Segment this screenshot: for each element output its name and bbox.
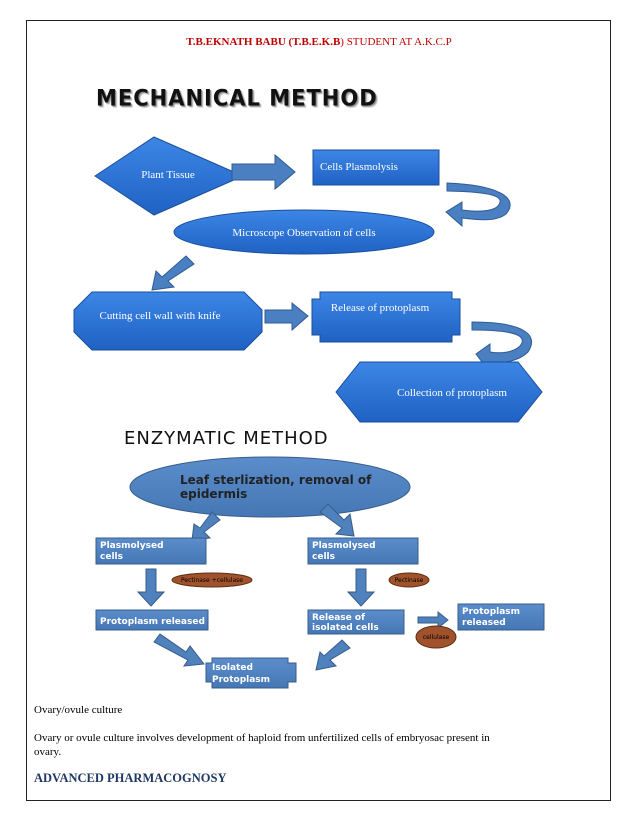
leaf-line-1: Leaf sterlization, removal of (180, 473, 372, 487)
microscope-label: Microscope Observation of cells (232, 227, 375, 239)
collection-label: Collection of protoplasm (397, 387, 507, 399)
plant-tissue-shape (94, 136, 245, 216)
arrow-leaf-right (319, 503, 355, 537)
curved-arrow-1 (445, 182, 511, 228)
microscope-shape (173, 209, 435, 255)
pectinase-oval (388, 572, 430, 588)
cellulase-label: cellulase (423, 634, 450, 641)
arrow-diag-1 (151, 255, 195, 291)
plant-tissue-label: Plant Tissue (141, 169, 195, 181)
arrow-right-1 (231, 153, 296, 191)
page-border (26, 20, 611, 801)
collection-shape (335, 361, 543, 423)
arrow-to-isolated-right (315, 639, 351, 671)
plasmolysed-right-line2: cells (312, 552, 335, 562)
release-isolated-shape (307, 609, 405, 635)
cellulase-oval (415, 625, 457, 649)
isolated-line2: Protoplasm (212, 675, 270, 685)
release-isolated-line1: Release of (312, 613, 365, 623)
plasmolysed-left-shape (95, 537, 207, 565)
plasmolysed-left-line2: cells (100, 552, 123, 562)
arrow-right-2 (264, 301, 309, 332)
plasmolysed-right-shape (307, 537, 419, 565)
release-isolated-line2: isolated cells (312, 623, 379, 633)
leaf-line-2: epidermis (180, 487, 247, 501)
protoplasm-released-left-label: Protoplasm released (100, 617, 205, 627)
paragraph-line-2: ovary. (34, 746, 62, 758)
paragraph-line-1: Ovary or ovule culture involves developm… (34, 732, 490, 744)
curved-arrow-2 (471, 321, 533, 372)
release-shape (311, 291, 461, 343)
header-name: T.B.EKNATH BABU (T.B.E.K.B (186, 36, 341, 48)
cutting-shape (73, 291, 263, 351)
cells-plasmolysis-shape (312, 149, 440, 186)
protoplasm-released-right-line2: released (462, 618, 506, 628)
enzymatic-method-title: ENZYMATIC METHOD (124, 428, 329, 449)
isolated-line1: Isolated (212, 663, 253, 673)
plasmolysed-left-line1: Plasmolysed (100, 541, 164, 551)
plasmolysed-right-line1: Plasmolysed (312, 541, 376, 551)
page-header: T.B.EKNATH BABU (T.B.E.K.B) STUDENT AT A… (0, 36, 638, 48)
arrow-leaf-left (191, 511, 221, 541)
protoplasm-released-left-shape (95, 609, 209, 631)
isolated-protoplasm-shape (205, 657, 297, 689)
arrow-right-enz (417, 610, 449, 630)
mechanical-method-title: MECHANICAL METHOD (96, 85, 378, 111)
leaf-sterilization-shape (129, 456, 411, 518)
protoplasm-released-right-line1: Protoplasm (462, 607, 520, 617)
protoplasm-released-right-shape (457, 603, 545, 631)
header-rest: ) STUDENT AT A.K.C.P (340, 36, 452, 48)
cutting-label: Cutting cell wall with knife (100, 310, 221, 322)
footer-title: ADVANCED PHARMACOGNOSY (34, 771, 227, 785)
pectinase-label: Pectinase (395, 577, 424, 584)
pectinase-cellulase-oval (171, 572, 253, 588)
arrow-down-left (136, 568, 166, 607)
release-label: Release of protoplasm (331, 302, 430, 314)
pectinase-cellulase-label: Pectinase +cellulase (181, 577, 243, 584)
arrow-to-isolated-left (153, 633, 205, 667)
section-heading: Ovary/ovule culture (34, 704, 123, 716)
cells-plasmolysis-label: Cells Plasmolysis (320, 161, 398, 173)
arrow-down-right (346, 568, 376, 607)
